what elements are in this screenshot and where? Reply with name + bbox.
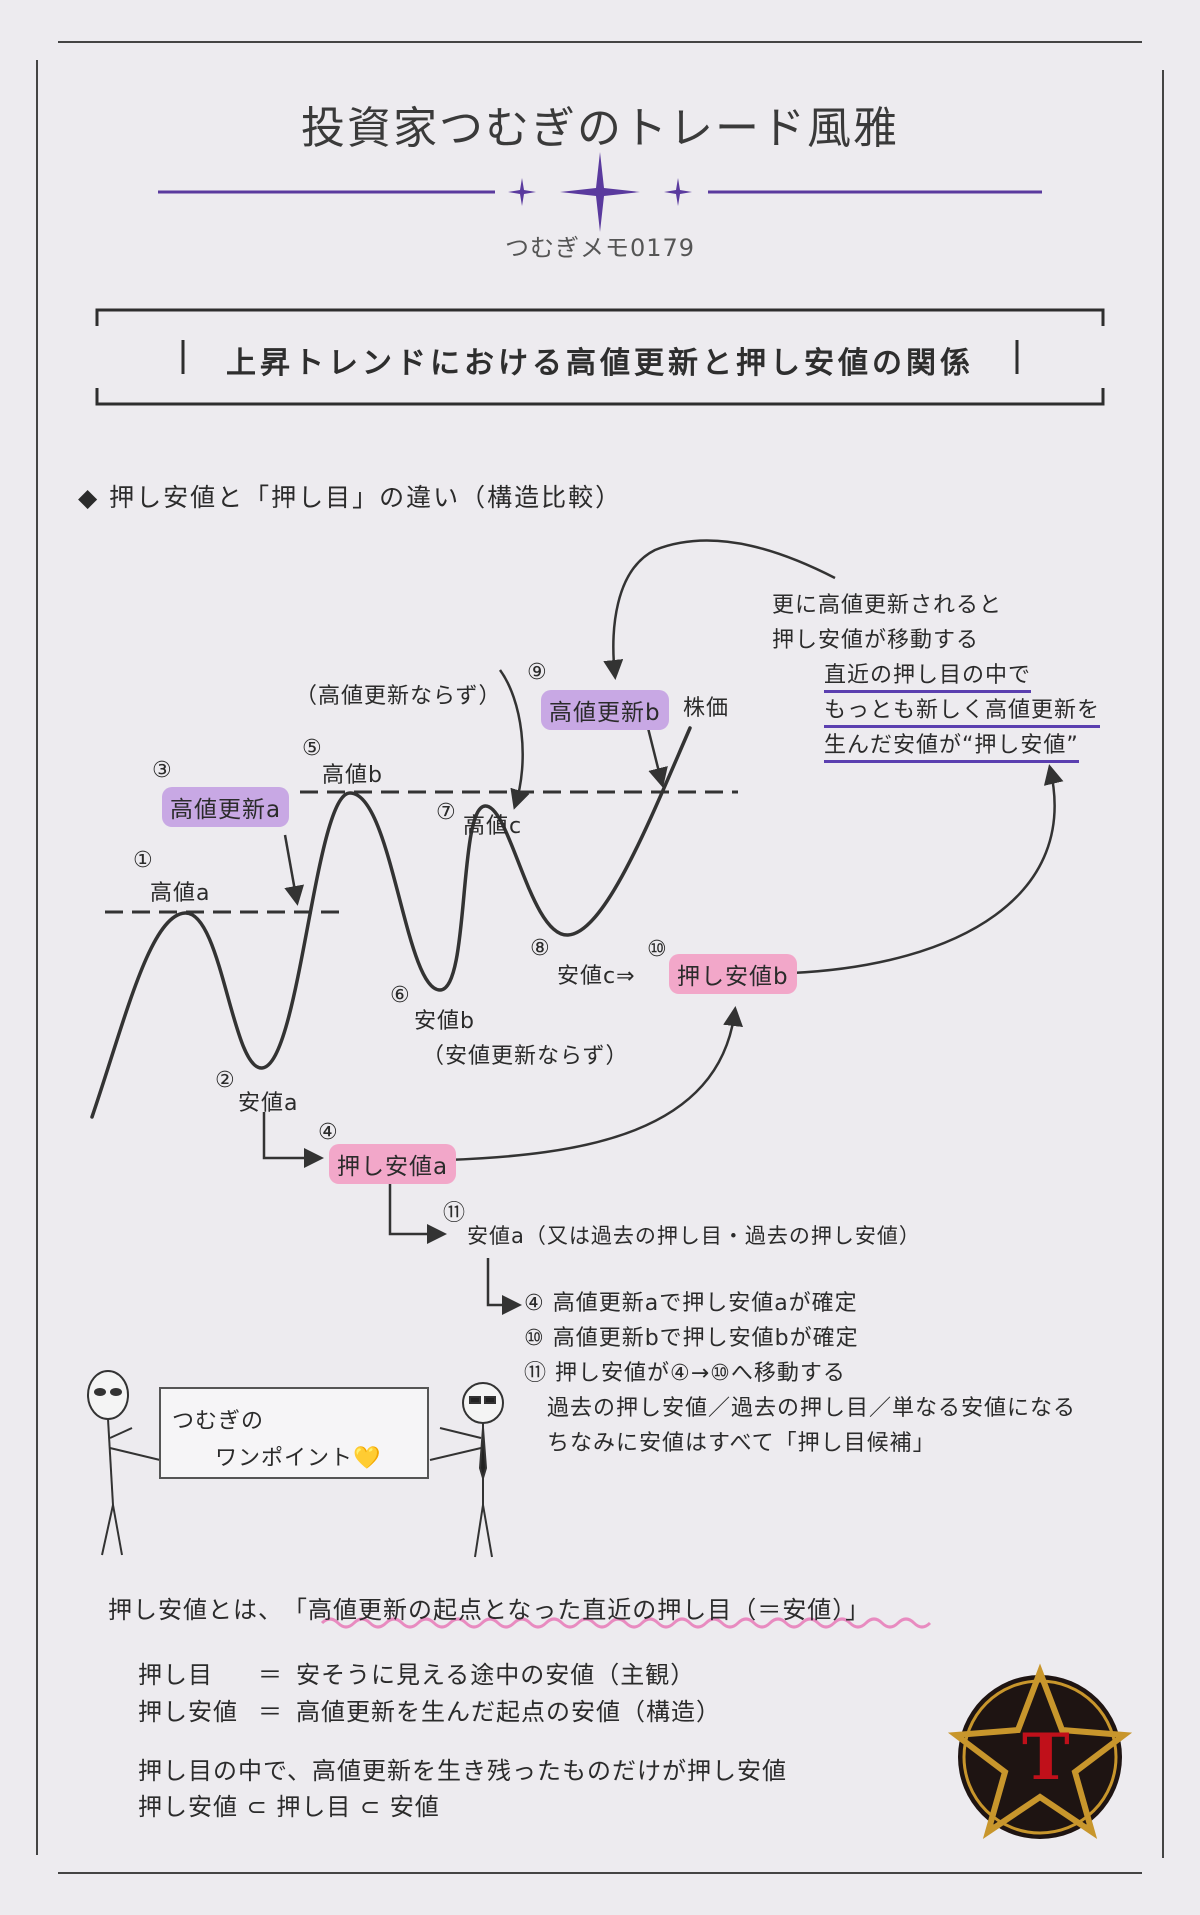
arrow-not-update [498,669,530,810]
label-low-c: 安値c⇒ [557,964,636,989]
summary-item: ちなみに安値はすべて「押し目候補」 [524,1431,936,1456]
definition-set-relation: 押し安値 ⊂ 押し目 ⊂ 安値 [138,1793,440,1821]
definition-quote: 「高値更新の起点となった直近の押し目（＝安値）」 [295,1596,871,1624]
num-2: ② [215,1068,236,1093]
right-note-line-4: もっとも新しく高値更新を [824,698,1101,728]
definition-row: 押し安値＝高値更新を生んだ起点の安値（構造） [138,1692,721,1727]
definition-desc: 安そうに見える途中の安値（主観） [296,1661,696,1689]
num-6: ⑥ [390,983,411,1008]
one-point-line-1: つむぎの [172,1409,265,1434]
sunglasses-figure [429,1382,504,1558]
definition-term: 押し目 [138,1661,213,1689]
one-point-line-2: ワンポイント💛 [215,1446,382,1471]
num-10: ⑩ [647,937,668,962]
note-not-low-update: （安値更新ならず） [422,1044,629,1069]
arrow-high-update-b [646,727,668,788]
label-high-a: 高値a [150,881,211,906]
right-note-line-1: 更に高値更新されると [772,593,1003,618]
label-high-b: 高値b [322,763,383,788]
definition-desc: 高値更新を生んだ起点の安値（構造） [296,1698,721,1726]
memo-id: つむぎメモ0179 [504,234,696,262]
label-high-c: 高値c [463,814,523,839]
num-11: ⑪ [443,1201,467,1226]
summary-item: ⑪ 押し安値が④→⑩へ移動する [524,1361,846,1386]
right-note-line-2: 押し安値が移動する [772,628,980,653]
logo-emblem [947,1663,1133,1840]
right-note-line-5: 生んだ安値が“押し安値” [824,733,1079,763]
arrow-push-a-to-11 [388,1183,447,1244]
num-4: ④ [318,1120,339,1145]
page-title: 投資家つむぎのトレード風雅 [301,103,899,154]
pill-high-update-a: 高値更新a [162,787,290,827]
price-curve [90,726,692,1119]
num-1: ① [133,848,154,873]
num-7: ⑦ [436,800,457,825]
arrow-low-a [262,1112,324,1168]
label-low-a-past: 安値a（又は過去の押し目・過去の押し安値） [467,1224,921,1248]
logo-letter: T [1022,1720,1070,1795]
summary-item: ④ 高値更新aで押し安値aが確定 [524,1291,858,1316]
num-5: ⑤ [302,736,323,761]
label-price: 株価 [683,696,730,721]
definition-intro: 押し安値とは、「高値更新の起点となった直近の押し目（＝安値）」 [108,1596,871,1624]
right-note-line-3: 直近の押し目の中で [824,663,1032,693]
one-point-board [159,1387,429,1479]
sparkle-icon [508,152,692,232]
heart-icon: 💛 [353,1446,382,1471]
num-8: ⑧ [530,936,551,961]
pill-push-low-b: 押し安値b [669,954,797,994]
num-9: ⑨ [527,660,548,685]
arrow-push-b-to-note [791,764,1064,975]
headline: 上昇トレンドにおける高値更新と押し安値の関係 [226,346,974,381]
section-heading: ◆ 押し安値と「押し目」の違い（構造比較） [78,483,623,512]
definition-term: 押し安値 [138,1698,238,1726]
summary-item: ⑩ 高値更新bで押し安値bが確定 [524,1326,859,1351]
label-low-a: 安値a [238,1091,299,1116]
quote-wavy-underline [320,1617,932,1629]
definition-conclusion: 押し目の中で、高値更新を生き残ったものだけが押し安値 [138,1757,788,1785]
pill-push-low-a: 押し安値a [329,1144,457,1184]
arrow-push-a-to-b [446,1006,744,1162]
label-low-b: 安値b [414,1009,475,1034]
headline-frame-bottom [95,388,1105,406]
note-not-high-update: （高値更新ならず） [295,684,502,709]
arrow-to-summary [486,1258,522,1315]
arrow-move-top [603,539,836,680]
alien-figure [87,1370,161,1556]
definition-row: 押し目＝安そうに見える途中の安値（主観） [138,1655,695,1690]
summary-list: ④ 高値更新aで押し安値aが確定 ⑩ 高値更新bで押し安値bが確定 ⑪ 押し安値… [524,1286,1076,1461]
summary-item: 過去の押し安値／過去の押し目／単なる安値になる [524,1396,1077,1421]
pill-high-update-b: 高値更新b [541,690,669,730]
num-3: ③ [152,758,173,783]
headline-frame-top [95,308,1105,326]
right-note: 更に高値更新されると 押し安値が移動する 直近の押し目の中で もっとも新しく高値… [772,588,1101,763]
arrow-high-update-a [283,834,305,906]
